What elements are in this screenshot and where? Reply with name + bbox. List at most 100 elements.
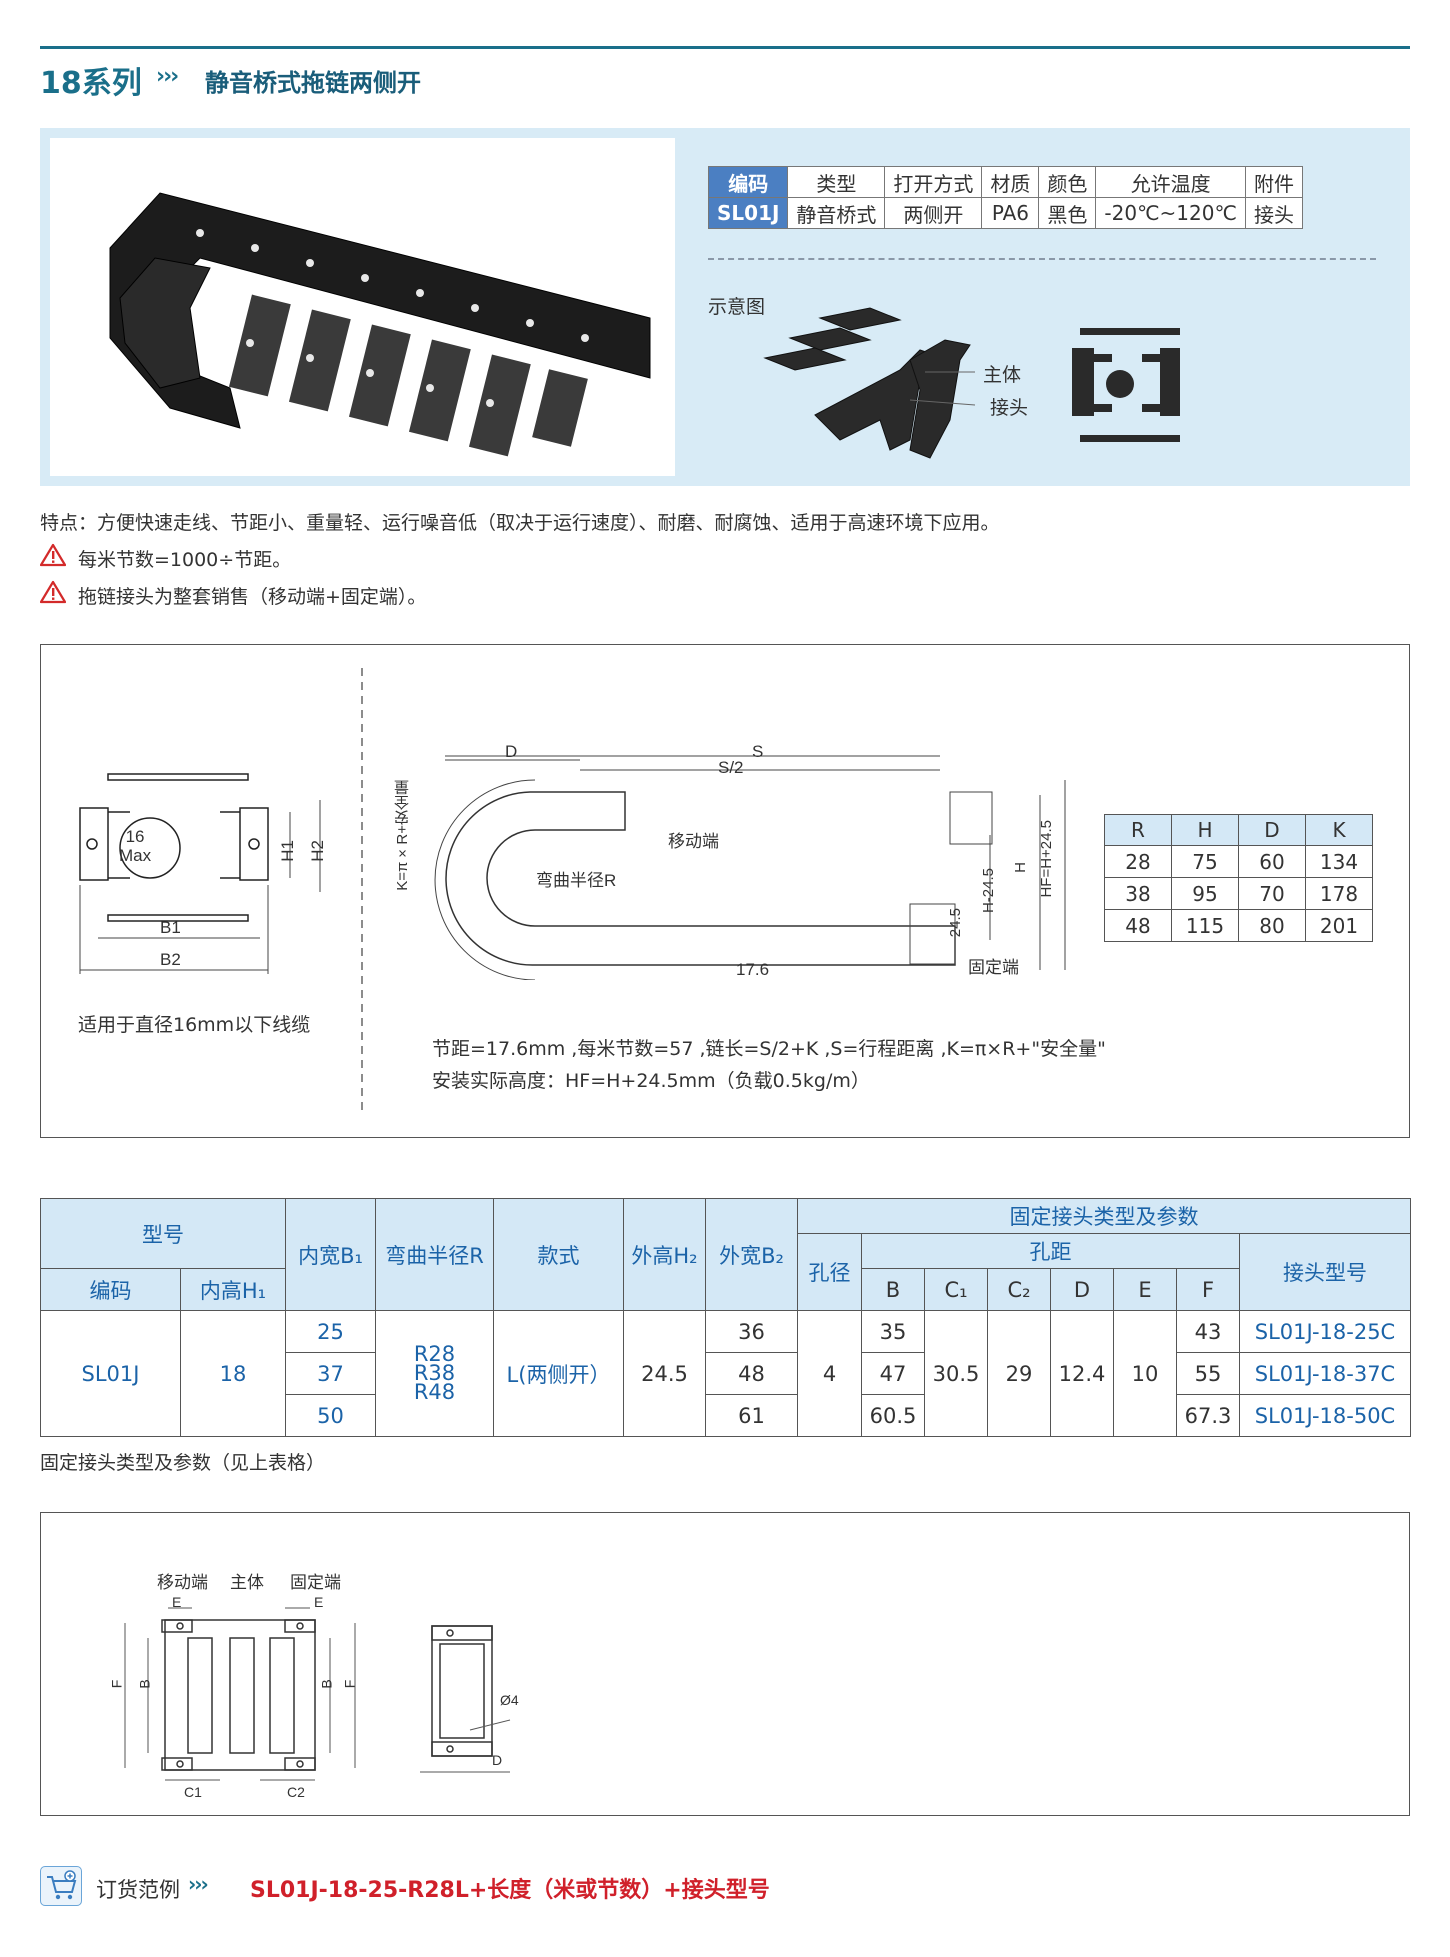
joint-body-label: 主体 [230, 1573, 264, 1592]
joint-f-right: F [341, 1679, 358, 1689]
joint-hole-diameter: Ø4 [500, 1692, 519, 1708]
header-code: 编码 [40, 1268, 181, 1311]
order-box [40, 1866, 82, 1906]
rhdk-header-r: R [1104, 814, 1172, 846]
cell-code: SL01J [40, 1310, 181, 1437]
joint-fixed-end-label: 固定端 [290, 1573, 341, 1592]
joint-e-right: E [314, 1594, 324, 1610]
cell-f: 43 [1176, 1310, 1240, 1353]
header-bend-radius: 弯曲半径R [375, 1198, 494, 1311]
divider-dashed [361, 668, 363, 1112]
b1-label: B1 [160, 918, 181, 937]
cell-f: 55 [1176, 1352, 1240, 1395]
bend-radius-label: 弯曲半径R [536, 871, 617, 890]
moving-end-label: 移动端 [668, 832, 719, 851]
series-subtitle: 静音桥式拖链两侧开 [205, 69, 421, 97]
bend-r38: R38 [413, 1361, 456, 1385]
note-joint-sale: 拖链接头为整套销售（移动端+固定端）。 [78, 586, 427, 608]
cell-inner-height: 18 [180, 1310, 286, 1437]
callout-body: 主体 [983, 365, 1022, 386]
product-photo [50, 138, 675, 476]
joint-b-left: B [136, 1679, 153, 1689]
joint-c1: C1 [184, 1784, 202, 1800]
header-rule [40, 46, 1410, 49]
spec-header-material: 材质 [981, 166, 1040, 198]
max-diameter-unit: Max [119, 846, 152, 865]
spec-cell-type: 静音桥式 [787, 197, 886, 229]
spec-header-code: 编码 [707, 166, 789, 198]
cell-c2: 29 [987, 1310, 1051, 1437]
fixed-end-label: 固定端 [968, 958, 1019, 977]
spec-cell-code: SL01J [707, 197, 789, 229]
bend-r28: R28 [413, 1342, 456, 1366]
cell-joint-model: SL01J-18-25C [1239, 1310, 1411, 1353]
cross-section-drawing [79, 773, 321, 974]
spec-header-color: 颜色 [1038, 166, 1097, 198]
callout-joint: 接头 [990, 398, 1029, 419]
header-joint-model: 接头型号 [1239, 1233, 1411, 1311]
dashed-divider [708, 258, 1376, 260]
spec-table: 编码 类型 打开方式 材质 颜色 允许温度 附件 SL01J 静音桥式 两侧开 … [707, 166, 1303, 229]
header-hole-spacing: 孔距 [861, 1233, 1240, 1269]
h1-label: H1 [278, 840, 297, 862]
rhdk-cell: 48 [1104, 909, 1172, 942]
rhdk-cell: 28 [1104, 845, 1172, 878]
install-height-note: 安装实际高度：HF=H+24.5mm（负载0.5kg/m） [432, 1070, 870, 1092]
bend-r48: R48 [413, 1380, 456, 1404]
order-label: 订货范例 [96, 1878, 180, 1902]
series-title: 18系列 [40, 66, 142, 101]
dim-24-5: 24.5 [947, 908, 964, 938]
drag-chain-photo-icon [109, 192, 651, 457]
cell-outer-width: 36 [705, 1310, 798, 1353]
cell-inner-width: 37 [285, 1352, 376, 1395]
cell-outer-width: 48 [705, 1352, 798, 1395]
rhdk-cell: 134 [1305, 845, 1373, 878]
warning-icon [40, 543, 66, 567]
cell-hole: 4 [797, 1310, 862, 1437]
joint-plan-drawing [124, 1607, 356, 1781]
header-model: 型号 [40, 1198, 286, 1269]
rhdk-header-h: H [1171, 814, 1239, 846]
order-arrows-icon: ››› [188, 1872, 209, 1896]
spec-cell-material: PA6 [981, 197, 1040, 229]
parameter-table: 型号 内宽B₁ 弯曲半径R 款式 外高H₂ 外宽B₂ 固定接头类型及参数 孔径 … [40, 1198, 1411, 1437]
rhdk-cell: 178 [1305, 877, 1373, 910]
header-d: D [1050, 1268, 1114, 1311]
spec-cell-opening: 两侧开 [884, 197, 983, 229]
cell-d: 12.4 [1050, 1310, 1114, 1437]
header-inner-height: 内高H₁ [180, 1268, 286, 1311]
header-b: B [861, 1268, 925, 1311]
rhdk-cell: 80 [1238, 909, 1306, 942]
cell-inner-width: 50 [285, 1394, 376, 1437]
h-dimension: H [1012, 862, 1029, 873]
rhdk-cell: 75 [1171, 845, 1239, 878]
cell-f: 67.3 [1176, 1394, 1240, 1437]
rhdk-table: R H D K 28 75 60 134 38 95 70 178 48 115… [1104, 814, 1373, 942]
cable-note: 适用于直径16mm以下线缆 [78, 1014, 311, 1036]
rhdk-cell: 60 [1238, 845, 1306, 878]
header-e: E [1113, 1268, 1177, 1311]
joint-d: D [492, 1752, 503, 1768]
features-line: 特点：方便快速走线、节距小、重量轻、运行噪音低（取决于运行速度）、耐磨、耐腐蚀、… [40, 512, 1000, 534]
spec-cell-accessory: 接头 [1244, 197, 1303, 229]
header-c2: C₂ [987, 1268, 1051, 1311]
rhdk-header-d: D [1238, 814, 1306, 846]
joint-side-drawing [420, 1625, 511, 1773]
joint-c2: C2 [287, 1784, 305, 1800]
pitch-note: 节距=17.6mm ,每米节数=57 ,链长=S/2+K ,S=行程距离 ,K=… [432, 1038, 1106, 1060]
cell-bend-radius: R28 R38 R48 [375, 1310, 494, 1437]
cell-joint-model: SL01J-18-37C [1239, 1352, 1411, 1395]
schematic-label: 示意图 [708, 296, 766, 318]
exploded-schematic [763, 307, 1180, 459]
spec-header-accessory: 附件 [1244, 166, 1303, 198]
joint-b-right: B [318, 1679, 335, 1689]
cell-style: L(两侧开） [493, 1310, 624, 1437]
spec-cell-color: 黑色 [1038, 197, 1097, 229]
h-minus-dimension: H-24.5 [980, 868, 997, 914]
rhdk-cell: 201 [1305, 909, 1373, 942]
cell-joint-model: SL01J-18-50C [1239, 1394, 1411, 1437]
cell-b: 47 [861, 1352, 925, 1395]
warning-icon [40, 580, 66, 604]
k-formula: K=π×R+安全量 [394, 780, 411, 891]
spec-header-temperature: 允许温度 [1095, 166, 1246, 198]
